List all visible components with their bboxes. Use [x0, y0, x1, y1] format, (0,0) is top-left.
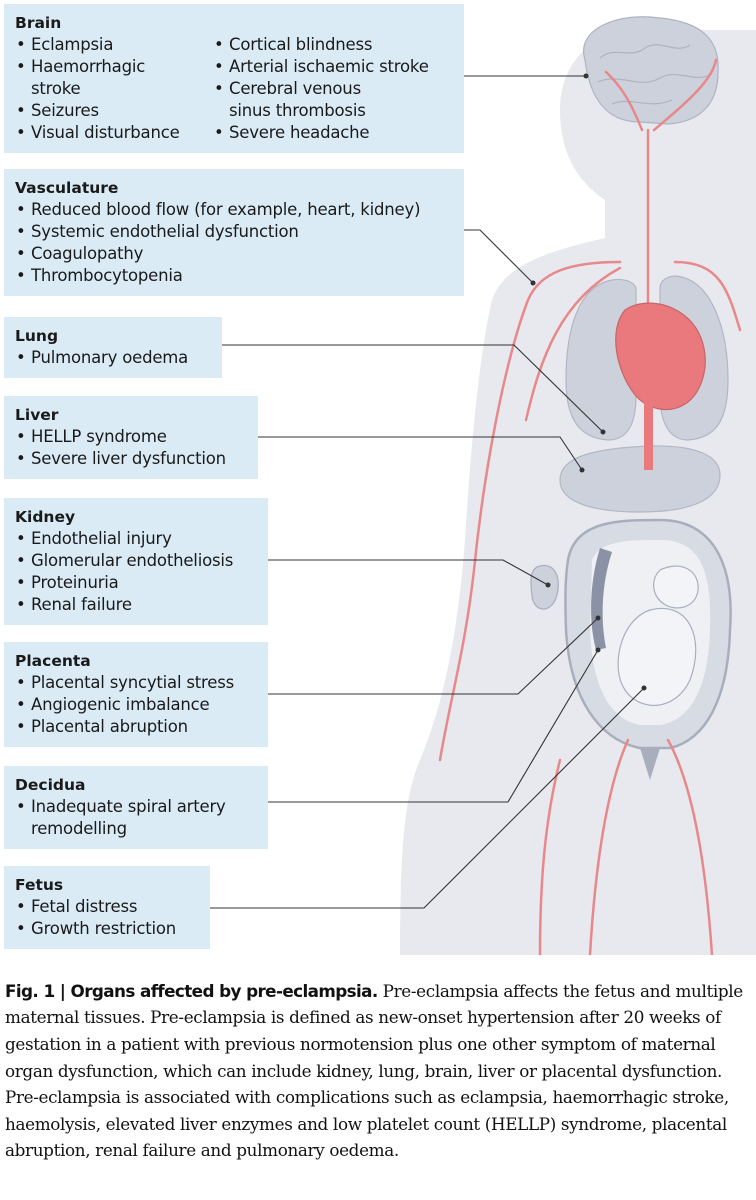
brain-list-col1: Eclampsia Haemorrhagic stroke Seizures V…: [15, 34, 213, 144]
leader-dots: [530, 73, 647, 691]
list-item: Severe liver dysfunction: [15, 448, 248, 470]
lung-title: Lung: [15, 327, 59, 345]
list-item: Placental syncytial stress: [15, 672, 258, 694]
fetus-title: Fetus: [15, 876, 64, 894]
diagram: Brain Eclampsia Haemorrhagic stroke Seiz…: [0, 0, 756, 955]
liver-title: Liver: [15, 406, 59, 424]
vasculature-title: Vasculature: [15, 179, 119, 197]
list-item: HELLP syndrome: [15, 426, 248, 448]
list-item: Coagulopathy: [15, 243, 454, 265]
kidney-title: Kidney: [15, 508, 76, 526]
kidney-box: Kidney Endothelial injury Glomerular end…: [4, 498, 268, 625]
brain-title: Brain: [15, 14, 62, 32]
cervix: [640, 748, 660, 780]
kidney: [530, 564, 559, 610]
list-item: Haemorrhagic stroke: [15, 56, 181, 100]
brain: [583, 16, 719, 125]
liver-list: HELLP syndrome Severe liver dysfunction: [15, 426, 248, 470]
decidua-box: Decidua Inadequate spiral artery remodel…: [4, 766, 268, 849]
vasculature-box: Vasculature Reduced blood flow (for exam…: [4, 169, 464, 296]
placenta: [591, 548, 612, 650]
list-item: Cortical blindness: [213, 34, 429, 56]
list-item: Visual disturbance: [15, 122, 213, 144]
list-item: Thrombocytopenia: [15, 265, 454, 287]
brain-list-col2: Cortical blindness Arterial ischaemic st…: [213, 34, 429, 144]
list-item: Eclampsia: [15, 34, 213, 56]
list-item: Endothelial injury: [15, 528, 258, 550]
list-item: Severe headache: [213, 122, 429, 144]
list-item: Arterial ischaemic stroke: [213, 56, 429, 78]
decidua-title: Decidua: [15, 776, 86, 794]
placenta-list: Placental syncytial stress Angiogenic im…: [15, 672, 258, 738]
list-item: Growth restriction: [15, 918, 200, 940]
brain-box: Brain Eclampsia Haemorrhagic stroke Seiz…: [4, 4, 464, 153]
body-illustration: [210, 16, 756, 955]
list-item: Systemic endothelial dysfunction: [15, 221, 454, 243]
lung-list: Pulmonary oedema: [15, 347, 212, 369]
figure-caption: Fig. 1 | Organs affected by pre-eclampsi…: [5, 978, 749, 1164]
list-item: Reduced blood flow (for example, heart, …: [15, 199, 454, 221]
kidney-list: Endothelial injury Glomerular endothelio…: [15, 528, 258, 616]
decidua-list: Inadequate spiral artery remodelling: [15, 796, 258, 840]
list-item: Placental abruption: [15, 716, 258, 738]
vessels: [438, 58, 742, 955]
placenta-box: Placenta Placental syncytial stress Angi…: [4, 642, 268, 747]
liver: [559, 445, 721, 513]
list-item: Pulmonary oedema: [15, 347, 212, 369]
list-item: Glomerular endotheliosis: [15, 550, 258, 572]
leader-lines: [210, 75, 645, 909]
caption-label: Fig. 1 | Organs affected by pre-eclampsi…: [5, 980, 378, 1001]
list-item: Proteinuria: [15, 572, 258, 594]
placenta-title: Placenta: [15, 652, 91, 670]
list-item: Seizures: [15, 100, 213, 122]
list-item: Fetal distress: [15, 896, 200, 918]
list-item: Renal failure: [15, 594, 258, 616]
heart: [615, 302, 706, 411]
liver-box: Liver HELLP syndrome Severe liver dysfun…: [4, 396, 258, 479]
caption-text: Pre-eclampsia affects the fetus and mult…: [5, 980, 743, 1161]
lung-box: Lung Pulmonary oedema: [4, 317, 222, 378]
fetus-list: Fetal distress Growth restriction: [15, 896, 200, 940]
list-item: Angiogenic imbalance: [15, 694, 258, 716]
vasculature-list: Reduced blood flow (for example, heart, …: [15, 199, 454, 287]
fetus-box: Fetus Fetal distress Growth restriction: [4, 866, 210, 949]
list-item: Inadequate spiral artery remodelling: [15, 796, 251, 840]
fetus: [617, 565, 699, 706]
list-item: Cerebral venous sinus thrombosis: [213, 78, 389, 122]
